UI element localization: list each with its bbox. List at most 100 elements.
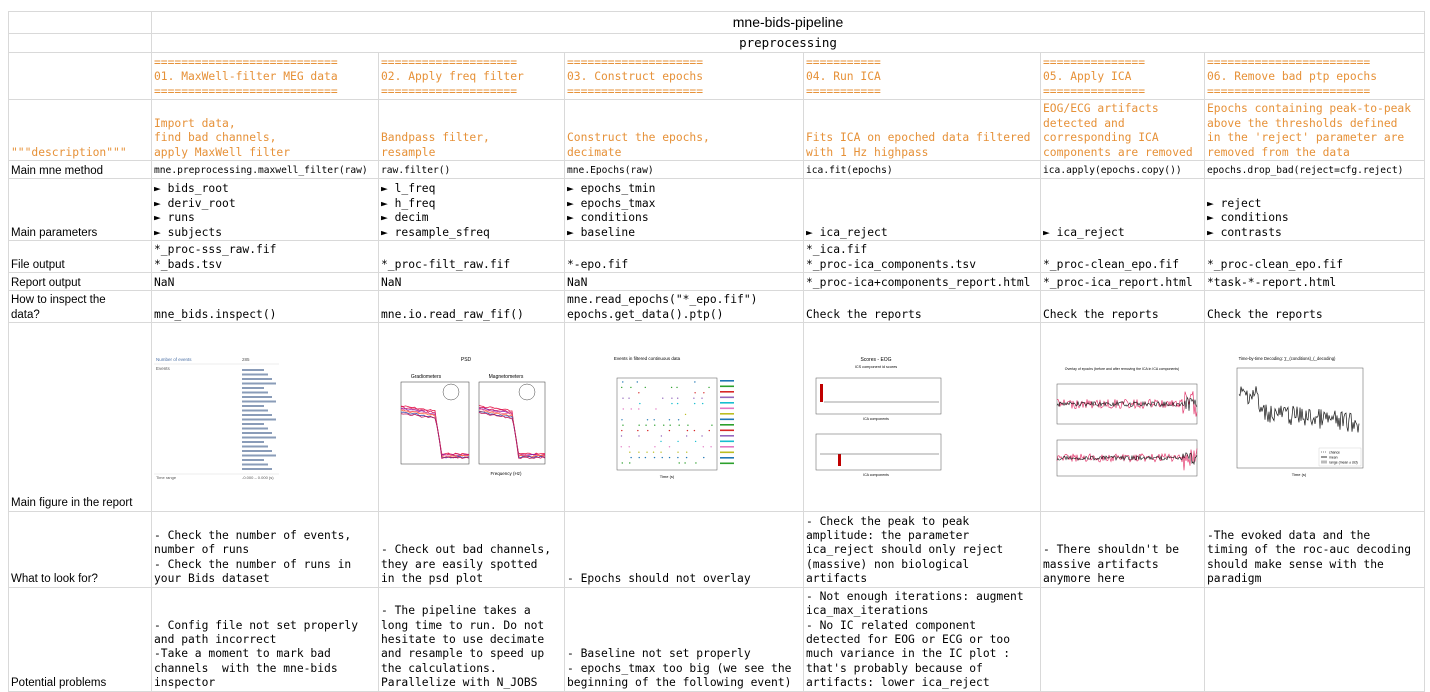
epochs-axes (616, 377, 718, 471)
event-dot (638, 456, 640, 459)
event-row (242, 436, 276, 439)
params-cell: ► ica_reject (1040, 178, 1205, 241)
event-dot (701, 397, 703, 399)
corner-cell (8, 52, 152, 100)
ica-axes-bottom (815, 433, 942, 471)
event-dot (629, 451, 631, 453)
psd-left-title: Gradiometers (411, 374, 442, 380)
event-row (242, 373, 268, 376)
report-output-cell: *task-*-report.html (1203, 272, 1426, 291)
step-banner: =========== (806, 55, 881, 69)
event-dot (693, 402, 696, 405)
event-dot (686, 451, 688, 453)
event-dot (668, 418, 671, 421)
legend-swatch (720, 429, 734, 431)
event-dot (694, 381, 696, 383)
event-dot (677, 456, 679, 459)
event-row (242, 422, 264, 425)
overlay-axes-top (1056, 383, 1198, 425)
event-row (242, 418, 276, 421)
event-dot (645, 424, 647, 426)
figure-cell: Number of events 285 Events Time range -… (151, 322, 379, 512)
ica-bars (820, 383, 939, 466)
event-dot (622, 408, 624, 410)
event-dot (671, 397, 673, 399)
figure-cell: Time-by-time Decoding: ∑_(conditions)_(_… (1203, 322, 1426, 512)
event-dot (660, 435, 663, 437)
event-dot (669, 424, 671, 426)
event-row (242, 449, 272, 452)
corner-cell (8, 33, 152, 53)
method-cell: ica.apply(epochs.copy()) (1040, 160, 1205, 179)
step-banner: ======================== (1207, 55, 1371, 69)
events-list (242, 368, 276, 470)
event-dot (621, 429, 623, 432)
report-output-cell: *_proc-ica+components_report.html (803, 272, 1041, 291)
row-label-description: """description""" (8, 99, 152, 161)
look-for-cell: - Check the peak to peak amplitude: the … (803, 510, 1041, 588)
event-dot (636, 381, 638, 383)
step-name: 02. Apply freq filter (381, 70, 524, 84)
event-row (242, 377, 272, 380)
event-dot (628, 445, 630, 448)
legend-swatch (720, 390, 734, 393)
event-dot (676, 386, 678, 388)
event-dot (676, 397, 679, 399)
step-header: ========================06. Remove bad p… (1203, 52, 1426, 100)
legend-swatch (1321, 460, 1327, 464)
page-title: mne-bids-pipeline (150, 11, 1426, 34)
report-output-row: Report output NaN NaN NaN *_proc-ica+com… (8, 272, 1426, 291)
event-dot (621, 418, 623, 421)
description-cell: EOG/ECG artifacts detected and correspon… (1040, 99, 1205, 161)
legend-item: range (mean ± std) (1329, 460, 1358, 464)
row-label-report-output: Report output (8, 272, 152, 291)
method-cell: mne.preprocessing.maxwell_filter(raw) (151, 160, 379, 179)
epochs-xlabel: Time (s) (660, 474, 675, 479)
legend-swatch (720, 379, 734, 382)
event-dot (638, 435, 640, 437)
event-dot (630, 408, 632, 410)
event-dot (644, 386, 646, 388)
step-header: ===========04. Run ICA=========== (803, 52, 1041, 100)
psd-thumbnail: PSD Gradiometers Magnetometers Frequency… (400, 357, 546, 476)
params-cell: ► reject ► conditions ► contrasts (1203, 178, 1426, 241)
psd-trace (401, 411, 470, 459)
epochs-dots (620, 381, 713, 464)
file-output-cell: *_ica.fif *_proc-ica_components.tsv (803, 240, 1041, 273)
event-dot (638, 451, 640, 453)
file-output-cell: *_proc-clean_epo.fif (1040, 240, 1205, 273)
event-dot (668, 429, 671, 432)
figure-row: Main figure in the report Number of even… (8, 322, 1426, 512)
legend-swatch (720, 396, 734, 398)
psd-trace (400, 406, 470, 456)
event-dot (678, 424, 680, 426)
ica-overlay-thumbnail: Overlay of epochs (before and after remo… (1056, 367, 1198, 477)
step-banner: ==================== (381, 55, 518, 69)
event-dot (647, 429, 649, 432)
event-dot (685, 435, 688, 437)
inspect-cell: Check the reports (1203, 290, 1426, 323)
event-row (242, 382, 276, 385)
row-label-params: Main parameters (8, 178, 152, 241)
step-banner: =========== (806, 84, 881, 98)
step-banner: =========================== (154, 55, 338, 69)
legend-swatch (720, 418, 734, 420)
event-row (242, 386, 264, 389)
inspect-cell: Check the reports (803, 290, 1041, 323)
description-cell: Bandpass filter, resample (378, 99, 565, 161)
event-dot (646, 418, 649, 421)
decoding-line (1238, 386, 1360, 433)
overlay-title: Overlay of epochs (before and after remo… (1065, 367, 1179, 371)
legend-swatch (720, 385, 734, 387)
problems-cell: - Config file not set properly and path … (151, 586, 379, 692)
event-dot (671, 402, 673, 405)
problems-row: Potential problems - Config file not set… (8, 586, 1426, 692)
step-name: 03. Construct epochs (567, 70, 704, 84)
overlay-traces (1056, 391, 1198, 471)
event-dot (663, 424, 665, 426)
trace-after (1056, 395, 1198, 411)
event-dot (655, 408, 657, 410)
event-dot (661, 456, 663, 459)
event-dot (629, 462, 631, 464)
event-dot (668, 456, 671, 459)
